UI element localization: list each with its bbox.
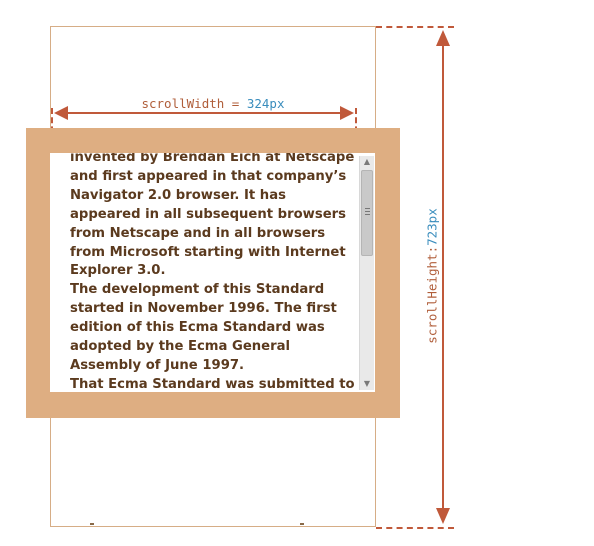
top-dashed-guide bbox=[376, 26, 454, 28]
thumb-grip-line bbox=[365, 214, 370, 215]
scroll-up-arrow-icon[interactable]: ▲ bbox=[363, 157, 371, 166]
scroll-height-arrow-bottom-head bbox=[436, 508, 450, 524]
content-text: invented by Brendan Eich at Netscape and… bbox=[70, 153, 360, 392]
paragraph-2: The development of this Standard started… bbox=[70, 282, 337, 373]
thumb-grip-line bbox=[365, 211, 370, 212]
scroll-width-prop: scrollWidth bbox=[141, 96, 225, 111]
paragraph-1: invented by Brendan Eich at Netscape and… bbox=[70, 153, 355, 279]
scroll-width-arrow-right-head bbox=[340, 106, 354, 120]
scroll-height-label: scrollHeight:723px bbox=[425, 208, 440, 343]
scrollbar-thumb[interactable] bbox=[361, 170, 373, 256]
bottom-mark-left bbox=[90, 523, 94, 525]
scroll-viewport[interactable]: invented by Brendan Eich at Netscape and… bbox=[50, 153, 375, 392]
scroll-height-prop: scrollHeight bbox=[424, 253, 440, 344]
scroll-width-eq: = bbox=[224, 96, 247, 111]
bottom-dashed-guide bbox=[376, 527, 454, 529]
scroll-width-label: scrollWidth = 324px bbox=[0, 96, 426, 111]
scroll-height-value: 723px bbox=[424, 208, 440, 246]
paragraph-3: That Ecma Standard was submitted to bbox=[70, 376, 355, 392]
scroll-height-sep: : bbox=[424, 245, 440, 254]
vertical-scrollbar[interactable]: ▲ ▼ bbox=[359, 156, 374, 390]
scroll-width-value: 324px bbox=[246, 96, 285, 111]
scroll-height-arrow-top-head bbox=[436, 30, 450, 46]
scroll-down-arrow-icon[interactable]: ▼ bbox=[363, 379, 371, 388]
bottom-mark-right bbox=[300, 523, 304, 525]
scroll-width-arrow-left-head bbox=[54, 106, 68, 120]
thumb-grip-line bbox=[365, 208, 370, 209]
